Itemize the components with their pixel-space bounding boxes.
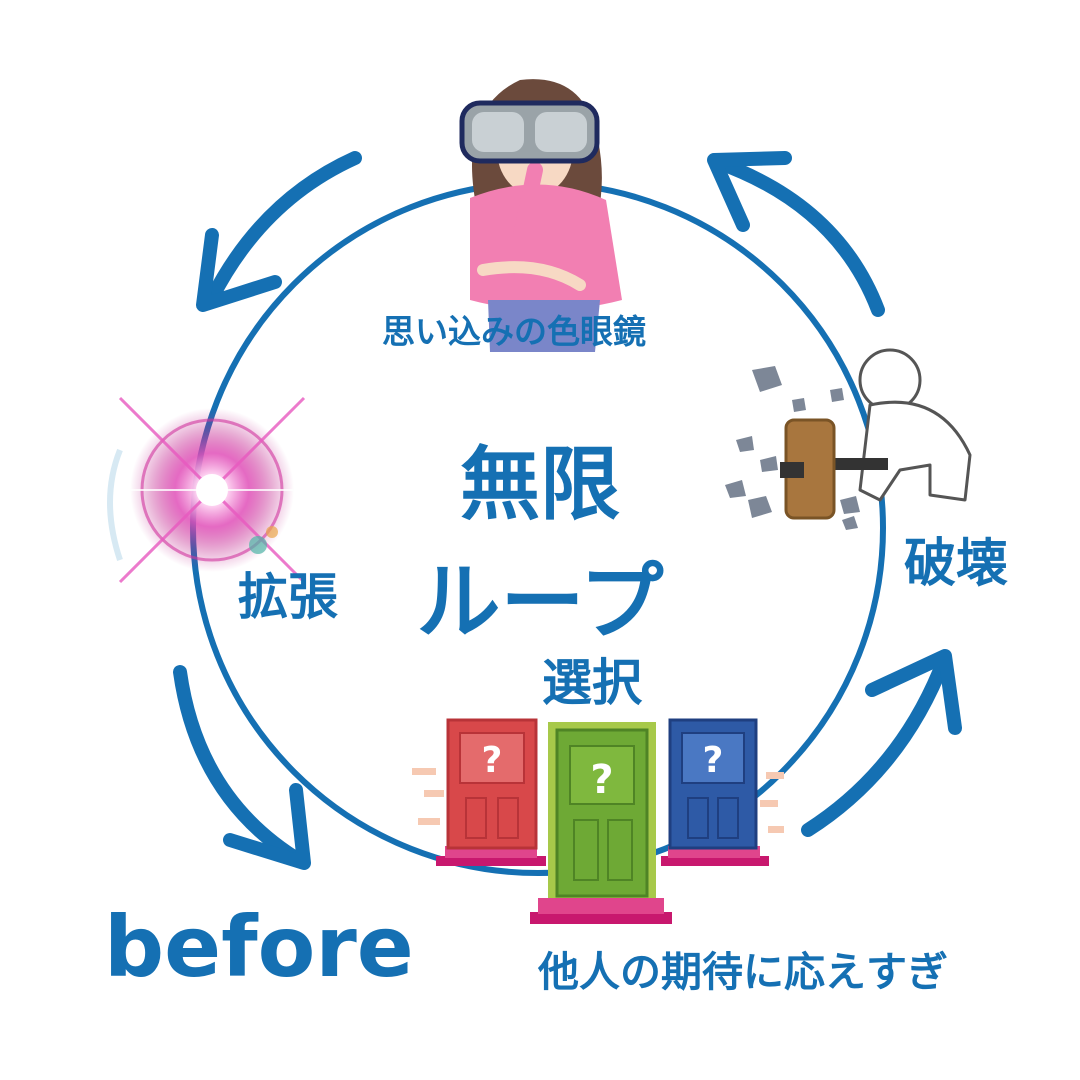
cycle-arrow-top-left (196, 151, 362, 312)
caption-before: before (104, 898, 414, 996)
caption-bottom: 他人の期待に応えすぎ (538, 948, 948, 996)
node-label-top: 思い込みの色眼鏡 (382, 312, 646, 351)
cycle-arrow-bottom-left (173, 665, 311, 870)
light-burst-icon (107, 396, 314, 584)
cycle-arrow-top-right (707, 151, 885, 317)
woman-with-goggles-icon (459, 79, 622, 352)
center-title-line2: ループ (416, 553, 664, 651)
node-label-left: 拡張 (238, 568, 338, 626)
node-label-right: 破壊 (904, 534, 1009, 594)
svg-text:?: ? (590, 757, 613, 803)
node-label-bottom: 選択 (542, 654, 642, 712)
cycle-arrow-bottom-right (801, 649, 962, 837)
center-title-line1: 無限 (460, 438, 620, 531)
person-breaking-wall-icon (725, 348, 972, 530)
svg-text:?: ? (703, 740, 724, 781)
three-doors-icon: ? ? ? (412, 718, 784, 924)
svg-text:?: ? (482, 740, 503, 781)
